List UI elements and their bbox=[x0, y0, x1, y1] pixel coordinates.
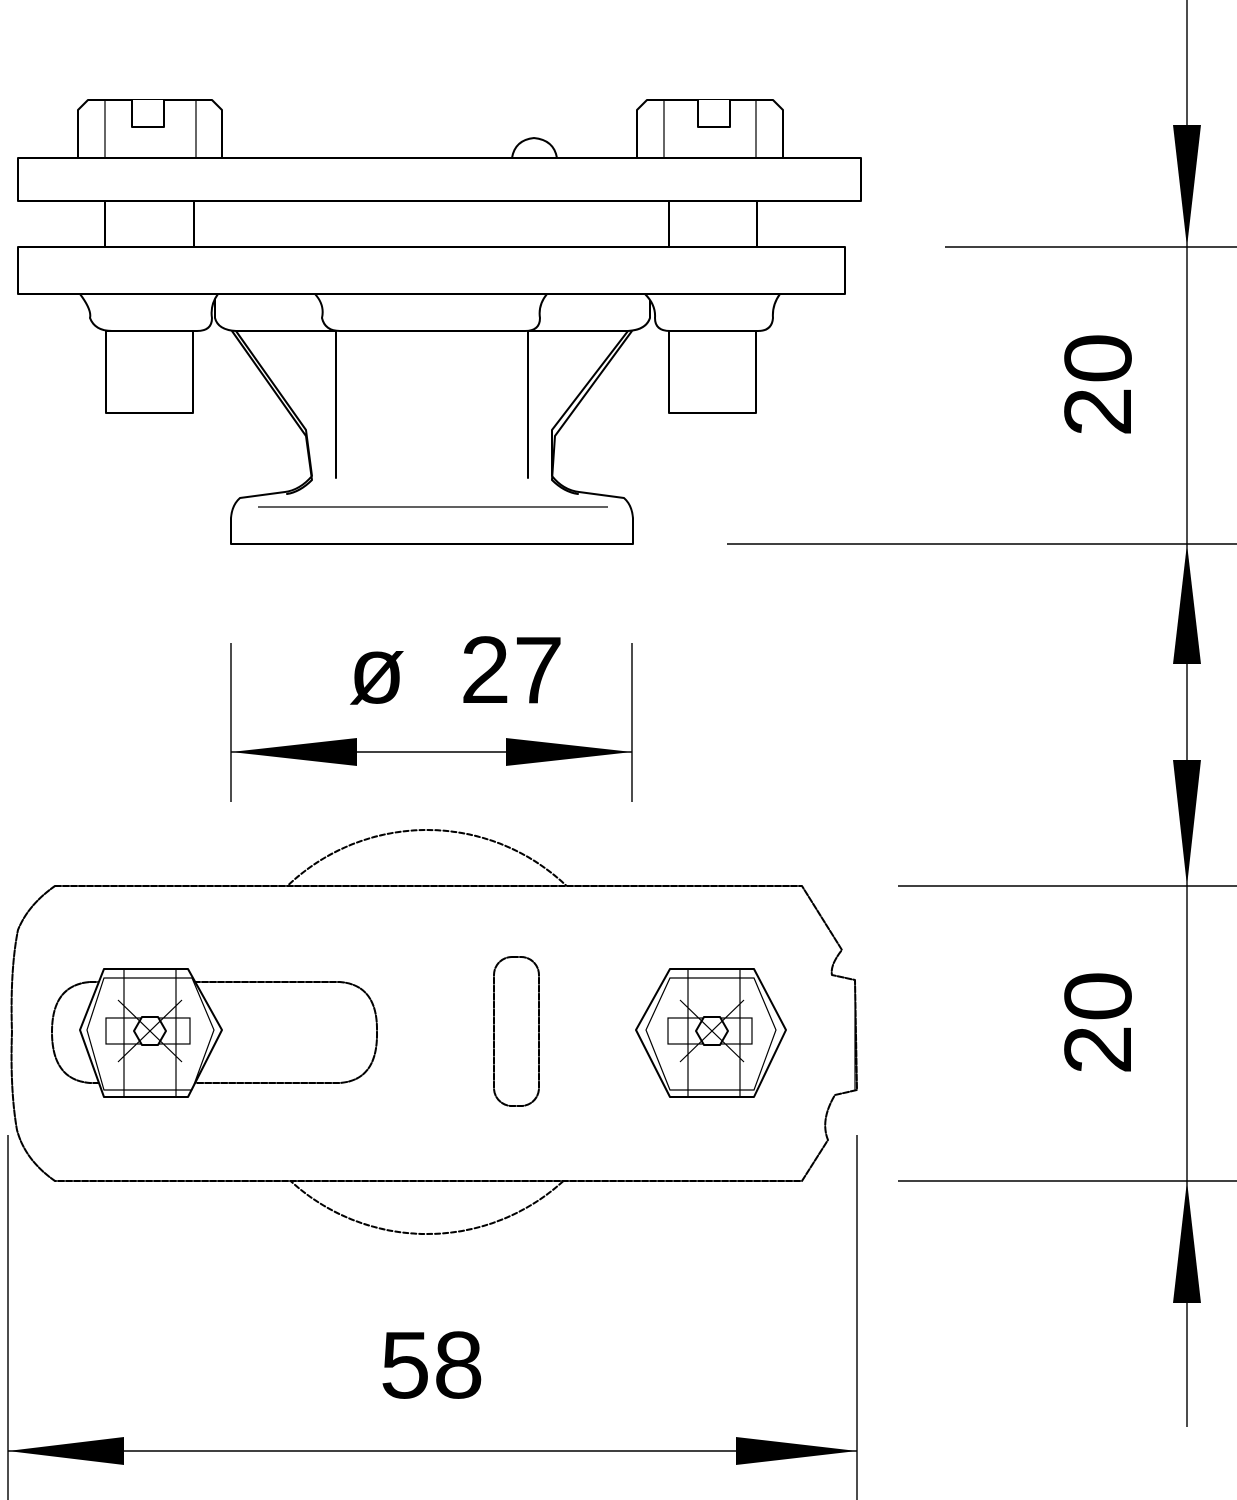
side-view bbox=[17, 99, 862, 545]
left-bolt-shank bbox=[104, 200, 195, 248]
left-nut bbox=[79, 293, 219, 414]
upper-arrow-up bbox=[1173, 544, 1201, 664]
width-dimension: 58 bbox=[7, 1135, 858, 1500]
right-nut bbox=[644, 293, 781, 414]
vertical-dimensions: 20 20 bbox=[727, 0, 1237, 1427]
center-slot bbox=[493, 956, 540, 1107]
left-hex-nut bbox=[79, 968, 223, 1098]
bottom-clamp-plate bbox=[17, 246, 846, 295]
right-hex-nut bbox=[635, 968, 787, 1098]
top-clamp-plate bbox=[17, 157, 862, 202]
lower-height-label: 20 bbox=[1045, 970, 1152, 1077]
left-bolt-head bbox=[77, 99, 223, 159]
lower-arrow-up bbox=[1173, 1181, 1201, 1303]
top-view bbox=[10, 829, 858, 1235]
clamp-strap bbox=[10, 885, 858, 1182]
upper-height-label: 20 bbox=[1045, 332, 1152, 439]
width-arrow-left bbox=[8, 1437, 124, 1465]
width-arrow-right bbox=[736, 1437, 857, 1465]
diameter-label: 27 bbox=[459, 617, 566, 724]
upper-arrow-down bbox=[1173, 125, 1201, 247]
center-collar bbox=[314, 293, 548, 332]
width-label: 58 bbox=[379, 1312, 486, 1419]
diameter-arrow-right bbox=[506, 738, 632, 766]
right-bolt-shank bbox=[668, 200, 758, 248]
lower-arrow-down bbox=[1173, 760, 1201, 886]
top-nub bbox=[511, 137, 558, 159]
diameter-symbol: ø bbox=[348, 617, 407, 724]
diameter-arrow-left bbox=[231, 738, 357, 766]
right-bolt-head bbox=[636, 99, 784, 159]
diameter-dimension: ø 27 bbox=[230, 617, 633, 802]
